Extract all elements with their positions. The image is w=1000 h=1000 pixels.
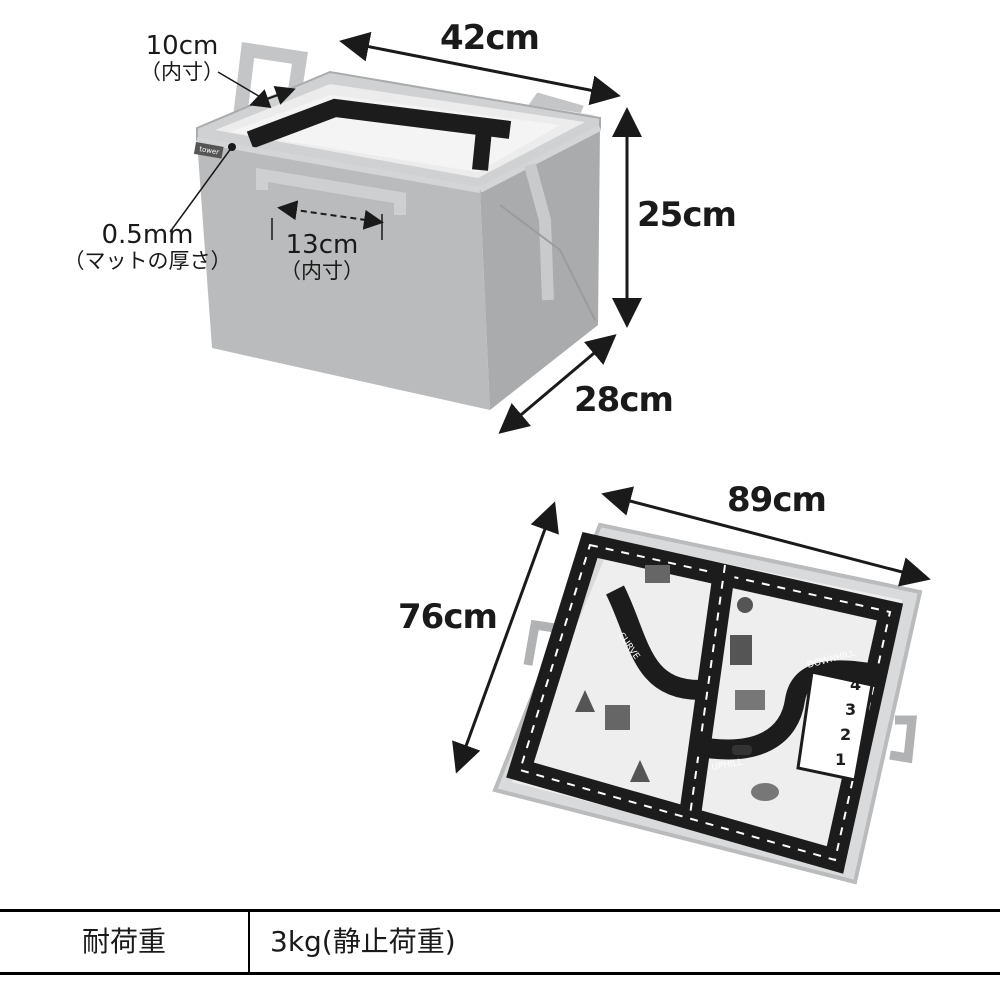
mat-right-handle [889,715,917,764]
storage-box [193,41,602,410]
parking-lot: 1 2 3 4 [796,670,874,782]
front-handle-width-label: 13cm （内寸） [280,230,364,283]
mat-width-label: 89cm [727,480,827,520]
mat-depth-label: 76cm [398,597,498,637]
tree-icon [630,760,650,782]
leader-10cm [217,71,263,99]
load-capacity-header: 耐荷重 [0,912,250,972]
parking-number-4: 4 [850,675,861,694]
front-face [197,140,490,410]
play-mat: 1 2 3 4 CURVE DOWNHILL UPHILL [492,522,923,885]
mat-thickness-label: 0.5mm （マットの厚さ） [63,220,232,273]
building-icon [605,705,630,730]
brand-logo-tag [193,141,224,159]
parking-number-1: 1 [835,750,846,769]
elephant-icon [751,783,779,801]
building-icon [730,635,752,665]
handle-width-label: 10cm （内寸） [140,31,224,84]
dim-arrow-13cm [277,200,384,230]
side-strap [524,163,554,301]
parking-number-3: 3 [845,700,856,719]
car-icon [732,745,752,755]
load-capacity-value: 3kg(静止荷重) [270,925,456,958]
building-icon [735,690,765,710]
dimension-lines [169,31,931,774]
tree-icon [737,597,753,613]
box-depth-label: 28cm [574,380,674,420]
parking-number-2: 2 [840,725,851,744]
dim-arrow-76cm [452,501,559,774]
back-left-handle [233,41,308,119]
spec-table: 耐荷重 3kg(静止荷重) [0,909,1000,975]
dim-arrow-28cm [498,334,617,434]
box-height-label: 25cm [637,195,737,235]
building-icon [645,565,670,583]
front-handle [256,167,406,215]
dim-arrow-42cm [339,31,621,106]
dim-arrow-89cm [601,486,931,587]
box-width-label: 42cm [440,18,540,58]
tree-icon [575,690,595,712]
dim-arrow-10cm [249,85,296,109]
leader-0-5mm [169,146,233,233]
brand-logo: tower [199,145,220,156]
